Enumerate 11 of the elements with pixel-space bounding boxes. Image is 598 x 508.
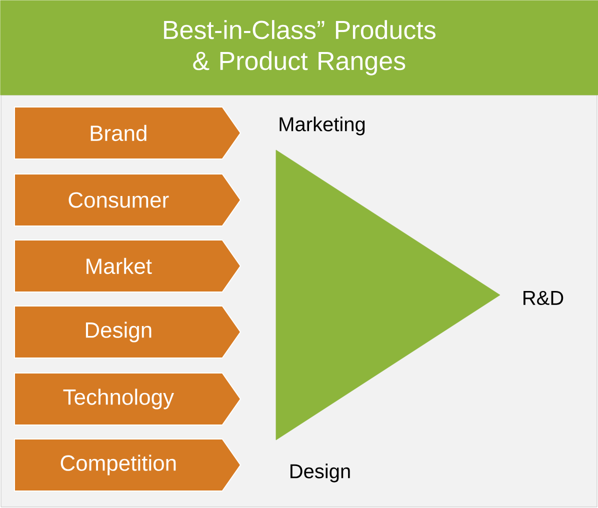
chevron-label-box: Technology <box>14 372 242 426</box>
chevron-label-box: Market <box>14 240 242 292</box>
corner-label: Design <box>290 464 350 482</box>
chevron-label-box: Design <box>14 306 242 358</box>
chevron-label-box: Competition <box>14 438 242 492</box>
triangle <box>276 150 500 440</box>
chevron-label-box: Consumer <box>14 174 242 226</box>
chevron-label-box: Brand <box>14 106 242 160</box>
corner-label: R&D <box>524 290 564 305</box>
title-banner: Best-in-Class” Products & Product Ranges <box>0 0 598 96</box>
corner-label: Marketing <box>280 116 365 136</box>
